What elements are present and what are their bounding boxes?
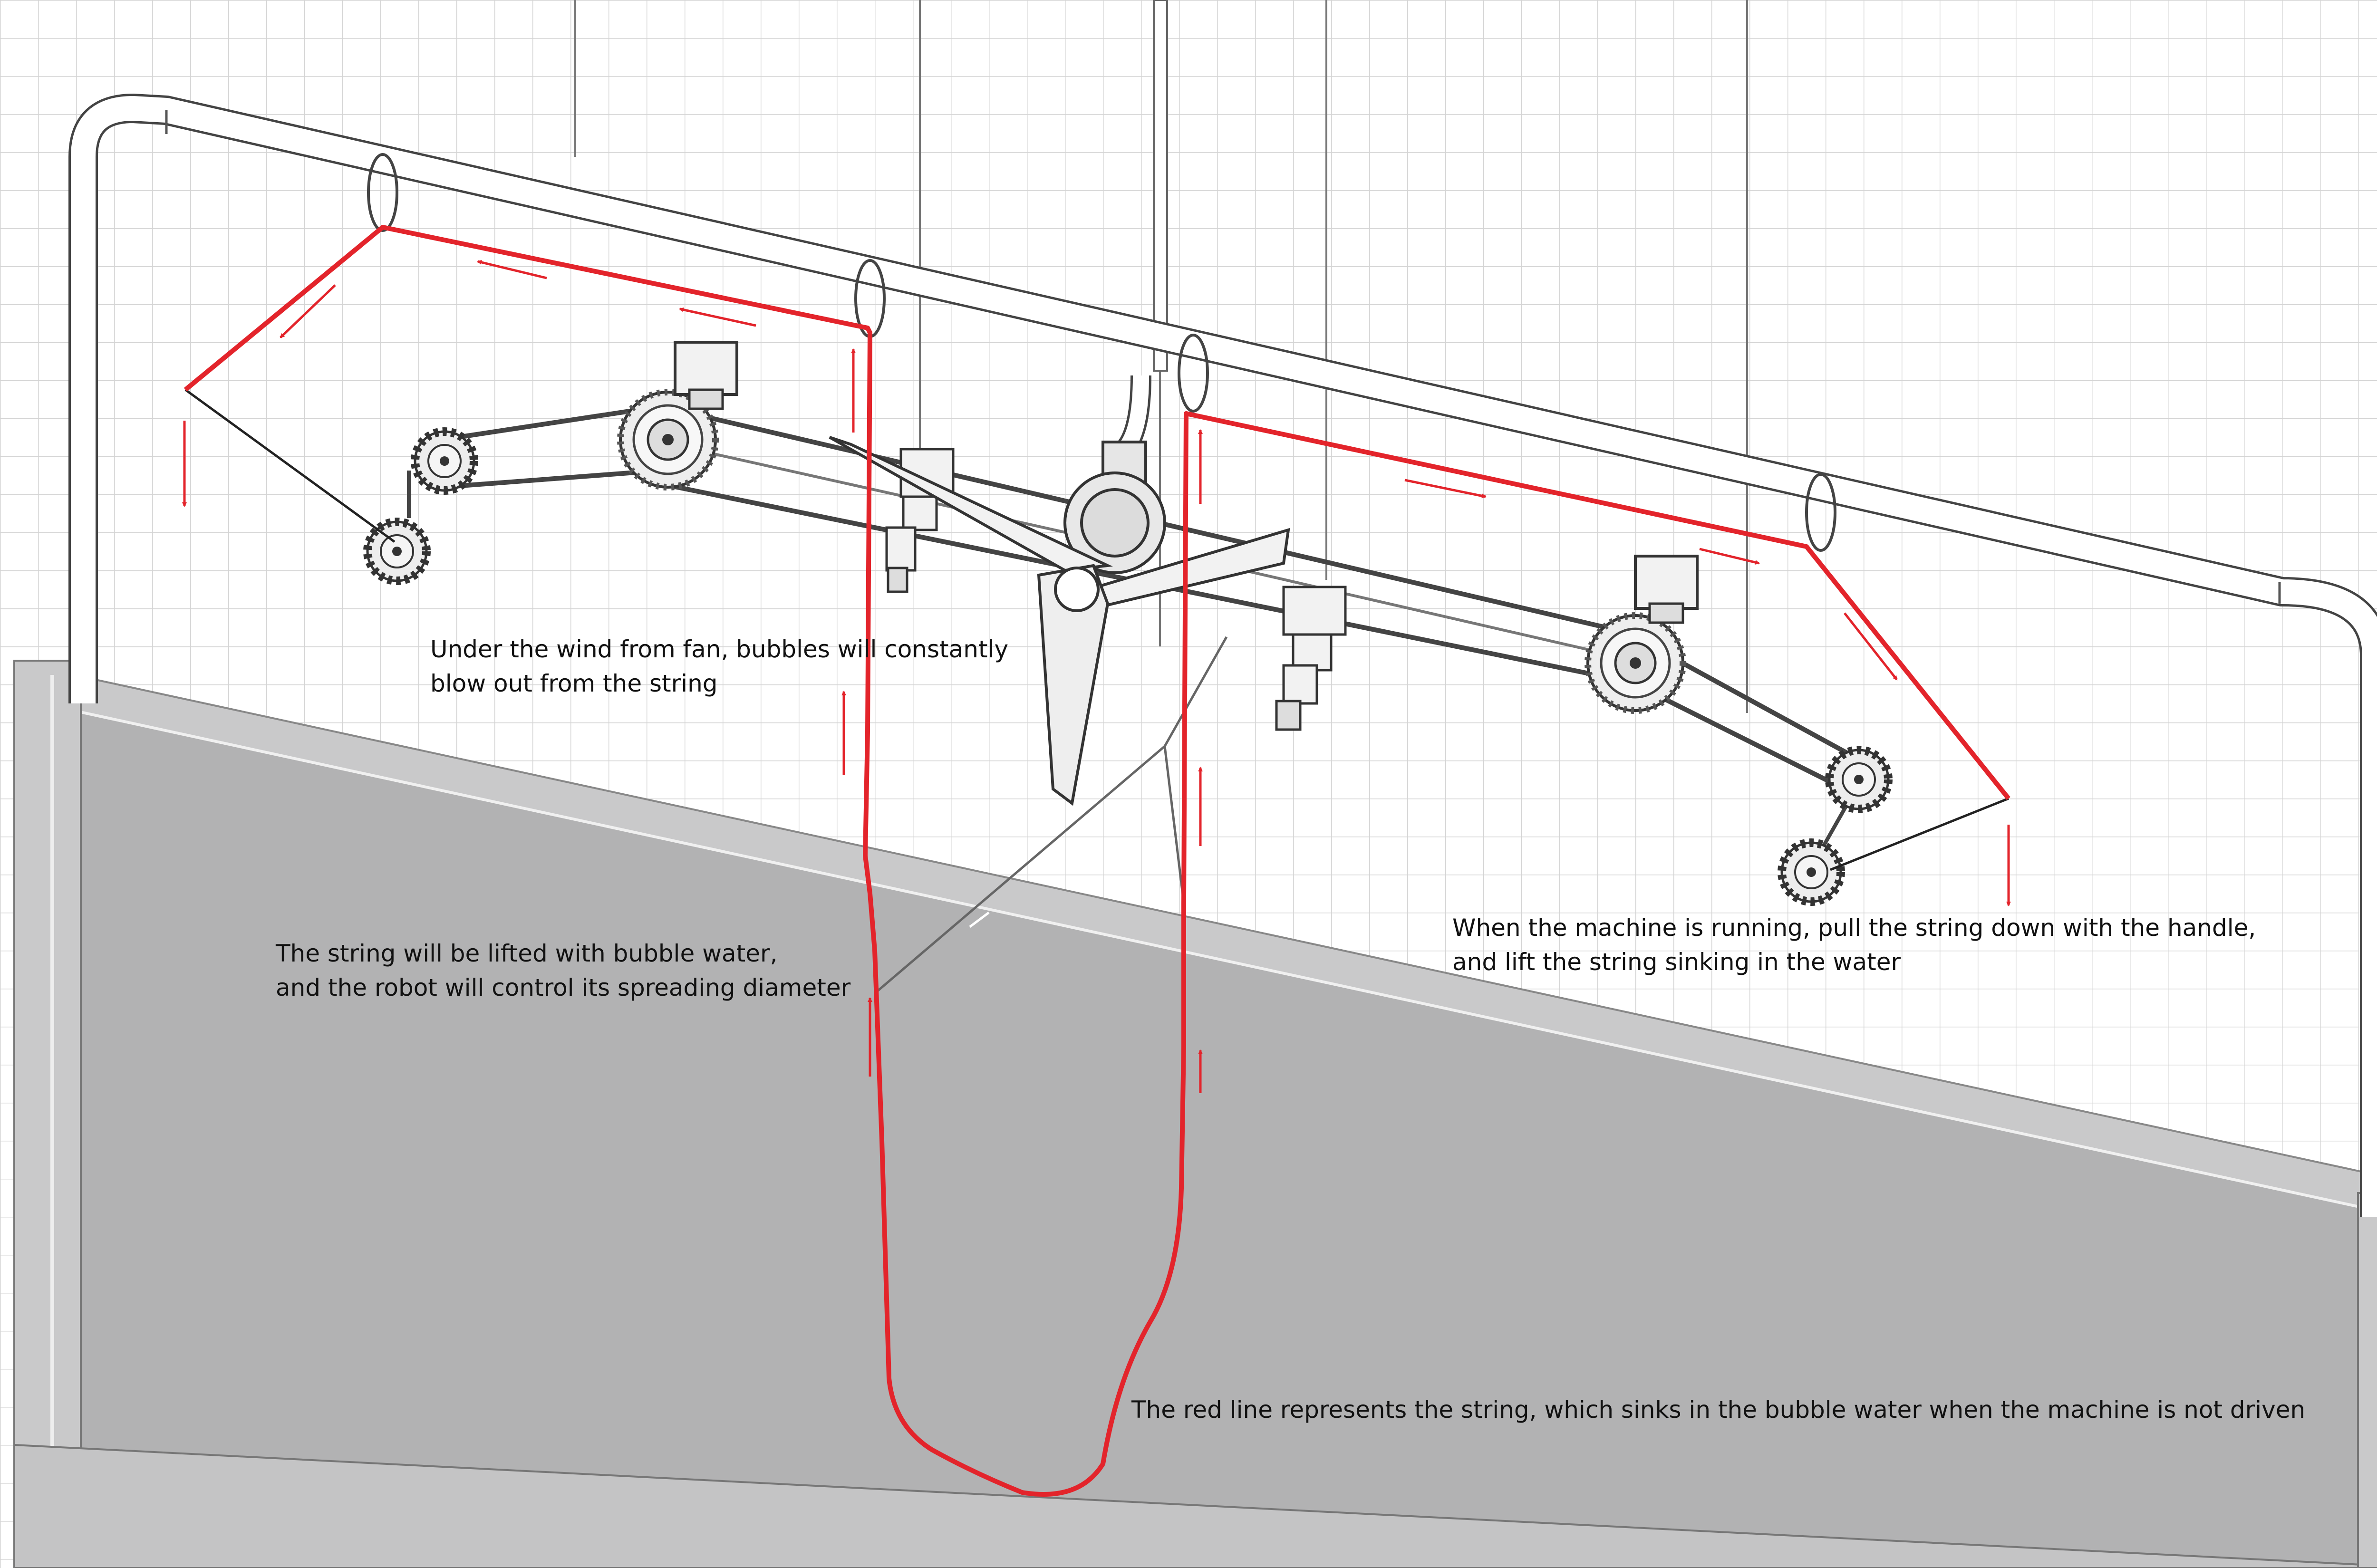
- gear-icon: [367, 522, 426, 581]
- annotation-line: The red line represents the string, whic…: [1131, 1393, 2305, 1427]
- pulley-icon: [1588, 616, 1683, 711]
- annotation-machine-running: When the machine is running, pull the st…: [1452, 911, 2256, 979]
- annotation-string-lift: The string will be lifted with bubble wa…: [276, 936, 850, 1005]
- gear-icon: [1782, 843, 1841, 902]
- annotation-red-line: The red line represents the string, whic…: [1131, 1393, 2305, 1427]
- annotation-wind: Under the wind from fan, bubbles will co…: [430, 632, 1008, 701]
- gear-icon: [1829, 750, 1888, 809]
- annotation-line: and lift the string sinking in the water: [1452, 945, 2256, 979]
- gear-icon: [415, 432, 474, 491]
- annotation-line: blow out from the string: [430, 666, 1008, 701]
- annotation-line: Under the wind from fan, bubbles will co…: [430, 632, 1008, 666]
- central-ceiling-rod: [1154, 0, 1167, 371]
- annotation-line: and the robot will control its spreading…: [276, 971, 850, 1005]
- annotation-line: The string will be lifted with bubble wa…: [276, 936, 850, 971]
- annotation-line: When the machine is running, pull the st…: [1452, 911, 2256, 945]
